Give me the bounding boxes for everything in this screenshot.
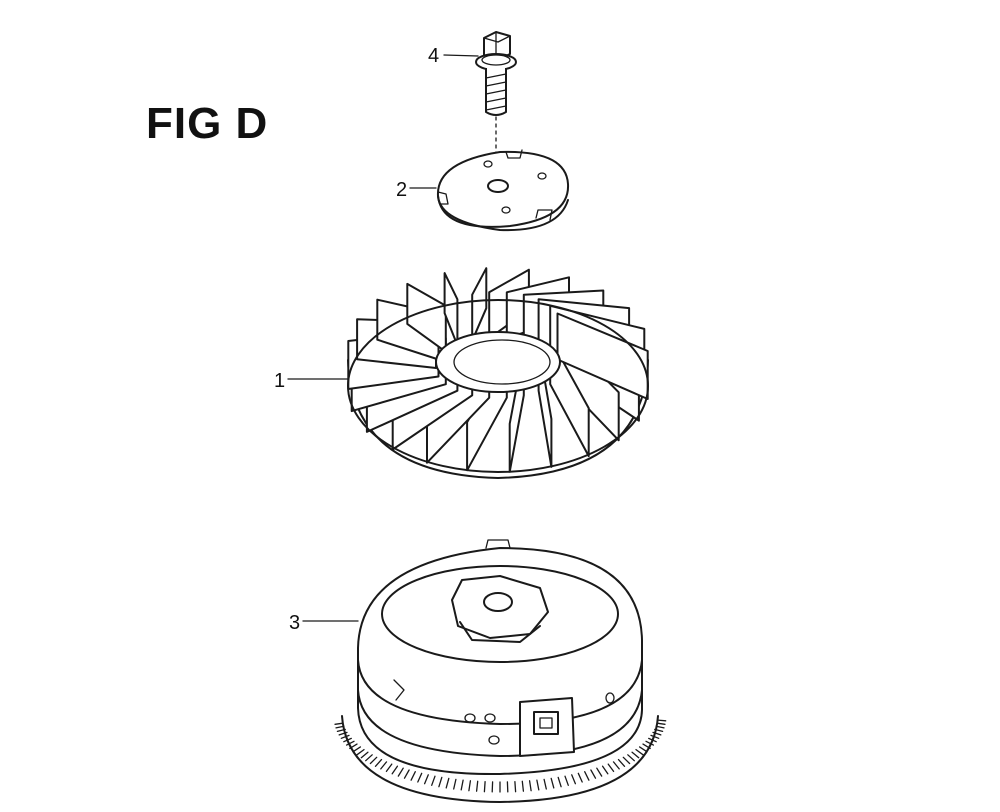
gear-tooth [391,765,399,775]
gear-tooth [635,748,644,756]
gear-tooth [385,763,393,773]
gear-tooth [374,758,383,767]
leader-lines [287,54,497,622]
gear-tooth [345,740,355,746]
gear-tooth [564,775,569,786]
gear-tooth [657,719,667,722]
gear-tooth [617,758,626,767]
gear-tooth [360,751,369,759]
gear-tooth [460,779,464,791]
callout-4: 4 [428,45,440,67]
callout-2: 2 [396,179,408,201]
gear-tooth [397,767,404,777]
cooling-fan-part [347,267,649,479]
ring-gear-teeth [334,715,667,803]
callout-1: 1 [274,370,286,392]
gear-tooth [584,771,590,781]
gear-tooth [423,774,429,785]
cooling-fan-plate-part [436,149,570,232]
flange-bolt-part [475,31,517,116]
gear-tooth [627,754,635,762]
gear-tooth [543,778,547,790]
fan-blade [406,282,447,353]
gear-tooth [365,754,373,762]
gear-tooth [514,781,517,793]
gear-tooth [369,756,378,765]
gear-tooth [403,769,410,779]
figure-title: FIG D [146,99,269,148]
gear-tooth [521,780,525,792]
gear-tooth [612,761,620,770]
gear-tooth [528,780,532,792]
gear-tooth [380,761,388,770]
fan-blade [443,272,459,347]
callout-3: 3 [289,612,301,634]
gear-tooth [483,781,486,793]
gear-tooth [577,772,583,783]
gear-tooth [356,748,365,756]
gear-tooth [550,777,555,789]
gear-tooth [590,769,597,779]
gear-tooth [417,772,423,783]
gear-tooth [468,780,472,792]
gear-tooth [656,722,666,725]
gear-tooth [475,780,479,792]
gear-tooth [645,740,655,746]
fan-blade [556,312,649,400]
gear-tooth [445,777,450,789]
gear-tooth [571,774,577,785]
gear-tooth [638,746,648,753]
gear-tooth [334,722,344,725]
gear-tooth [453,778,457,790]
gear-tooth [438,776,443,788]
gear-tooth [557,776,562,788]
gear-tooth [431,775,436,786]
fan-blade [471,267,488,342]
gear-tooth [607,763,615,773]
flywheel-part [334,539,667,803]
gear-tooth [352,746,362,753]
gear-tooth [410,771,416,781]
gear-tooth [596,767,603,777]
gear-tooth [601,765,609,775]
gear-tooth [631,751,640,759]
gear-tooth [536,779,540,791]
gear-tooth [622,756,631,765]
